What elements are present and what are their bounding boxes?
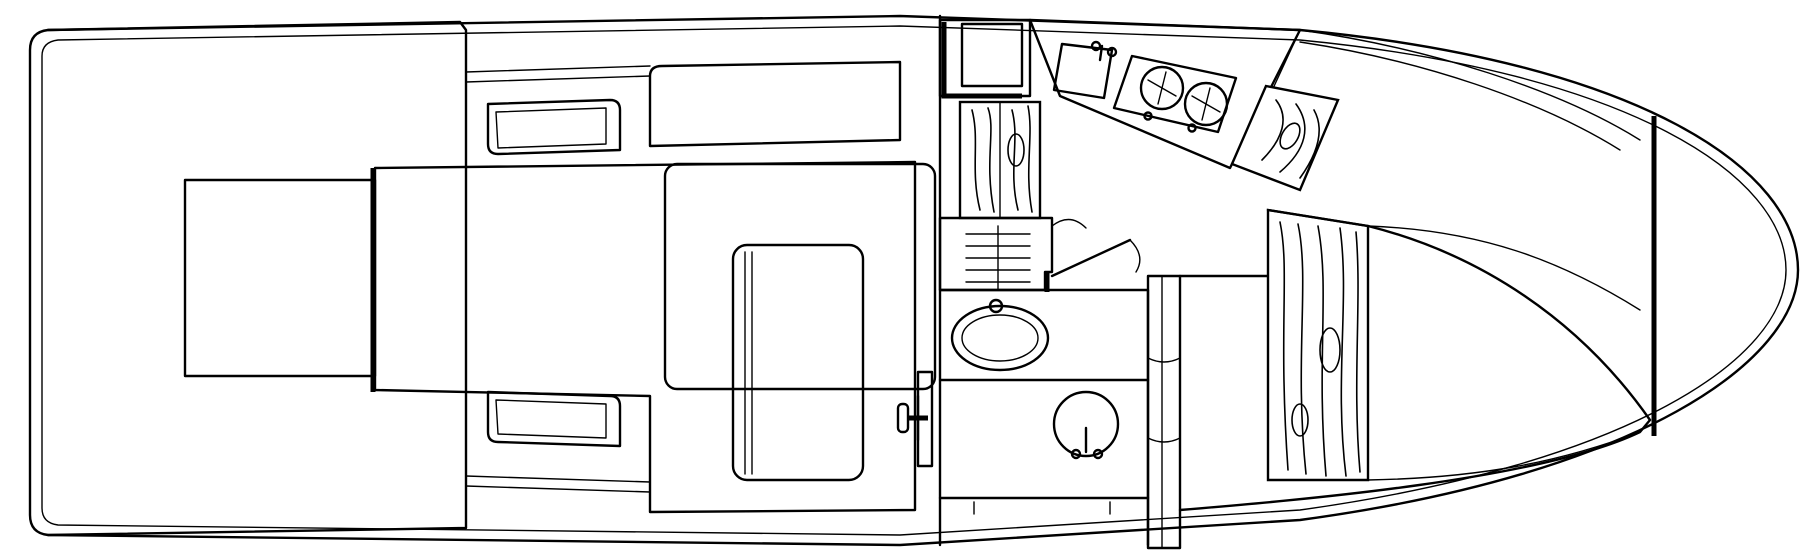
galley-cabinet [938, 18, 1032, 99]
galley-cutting-board [1230, 84, 1340, 192]
cockpit-side-seats [486, 98, 622, 448]
companionway-door-swing [1050, 218, 1141, 278]
companionway-steps [938, 216, 1054, 292]
galley-side-ledge [1299, 29, 1641, 151]
helm-console [663, 162, 937, 391]
helm-wheel [896, 370, 934, 468]
head-toilet [950, 298, 1050, 372]
cockpit-side-rails [465, 65, 651, 493]
helm-seat [731, 243, 865, 482]
hull-outline [28, 14, 1800, 547]
head-sink [1052, 390, 1120, 460]
dinette-settee [1146, 274, 1270, 550]
hanging-locker [958, 100, 1042, 220]
galley-sink [1052, 40, 1118, 100]
galley-stove [1112, 54, 1238, 134]
v-berth [1178, 208, 1652, 512]
cockpit-walkaround [648, 60, 902, 148]
cockpit-engine-hatch [183, 160, 917, 514]
v-berth-table [1266, 208, 1370, 482]
transom-platform [46, 20, 468, 537]
